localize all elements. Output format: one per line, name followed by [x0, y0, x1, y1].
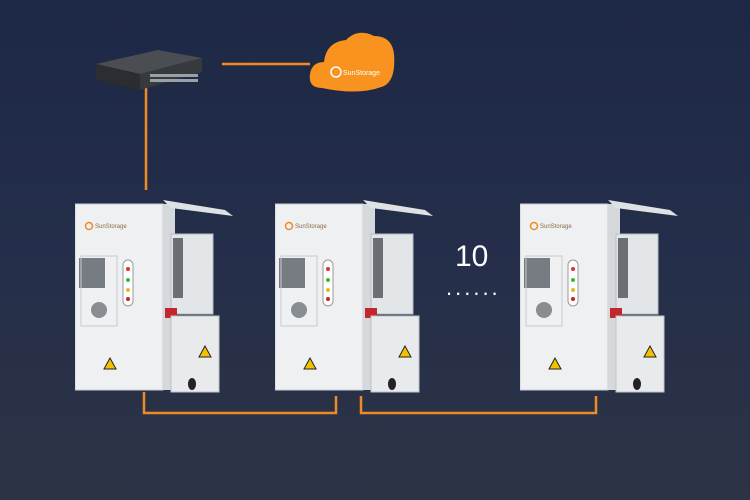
- svg-text:SunStorage: SunStorage: [540, 224, 572, 230]
- ellipsis: ......: [446, 275, 501, 300]
- cabinet-1-2-link: [142, 392, 338, 415]
- cabinet-unit-1: SunStorage: [74, 198, 240, 398]
- cloud-logo: SunStorage: [343, 70, 380, 77]
- cabinet-unit-n: SunStorage: [519, 198, 685, 398]
- cloud-icon: SunStorage: [309, 32, 395, 92]
- energy-storage-cabinet-icon: SunStorage: [74, 200, 233, 393]
- energy-storage-cabinet-icon: SunStorage: [274, 200, 433, 393]
- svg-text:SunStorage: SunStorage: [295, 224, 327, 230]
- unit-count-label: 10: [455, 240, 489, 273]
- svg-text:SunStorage: SunStorage: [95, 224, 127, 230]
- network-switch-icon: [96, 50, 202, 90]
- cabinet-2-n-link: [359, 396, 598, 415]
- energy-storage-cabinet-icon: SunStorage: [519, 200, 678, 393]
- cabinet-unit-2: SunStorage: [274, 198, 440, 398]
